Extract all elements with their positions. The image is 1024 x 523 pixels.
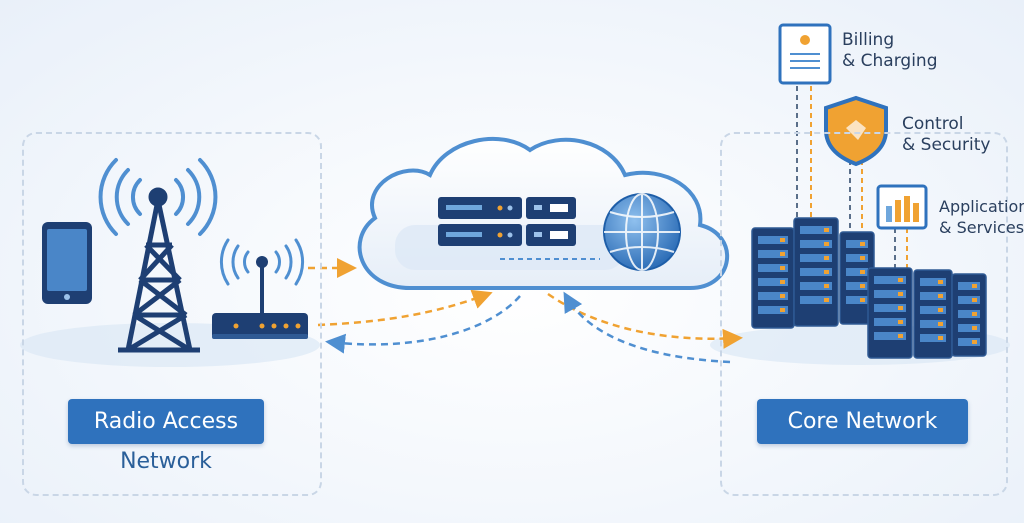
billing-line-1: Billing [842,30,895,50]
rack-slot [846,268,868,276]
rack-slot [800,268,832,276]
globe-icon [603,193,681,271]
rack-slot [846,240,868,248]
rack-led [824,298,829,302]
rack-slot [846,296,868,304]
rack-led [938,294,943,298]
rack-slot [846,282,868,290]
rack-slot [958,282,980,290]
rack-slot [874,318,906,326]
rack-slot [800,226,832,234]
rack-led [860,242,865,246]
rack-slot [800,296,832,304]
rack-led [938,336,943,340]
tablet-icon [42,222,92,304]
control-security-label: Control & Security [902,114,990,156]
rack-led [780,294,785,298]
flow-arrows [308,258,743,364]
rack-led [780,238,785,242]
rack-slot [958,324,980,332]
rack-led [938,322,943,326]
rack-led [898,292,903,296]
invoice-icon [778,23,832,85]
signal-waves [98,158,218,236]
rack-led [780,266,785,270]
rack-slot [920,334,946,342]
router-icon [212,238,308,339]
rack-led [824,228,829,232]
rack-slot [846,254,868,262]
rack-slot [800,240,832,248]
core-network-panel [720,132,1008,496]
rack-slot [874,304,906,312]
rack-slot [758,292,788,300]
applications-services-label: Applications & Services [939,196,1024,238]
rack-slot [920,292,946,300]
radio-access-label: Radio Access [68,399,264,444]
billing-charging-label: Billing & Charging [842,30,938,72]
cell-tower-icon [118,187,200,353]
service-connectors [796,86,908,270]
billing-line-2: & Charging [842,51,938,71]
rack-led [972,298,977,302]
rack-slot [758,278,788,286]
rack-led [972,340,977,344]
core-network-label: Core Network [757,399,968,444]
rack-slot [874,290,906,298]
rack-led [972,284,977,288]
rack-led [898,320,903,324]
rack-slot [758,250,788,258]
radio-access-label-network: Network [120,449,212,474]
control-line-2: & Security [902,135,991,155]
rack-led [938,308,943,312]
rack-led [860,284,865,288]
rack-led [824,256,829,260]
rack-slot [758,236,788,244]
rack-led [972,312,977,316]
rack-led [972,326,977,330]
rack-slot [920,320,946,328]
rack-led [898,334,903,338]
rack-led [780,308,785,312]
rack-led [860,298,865,302]
shield-icon [824,95,888,167]
cloud-server-icon [438,197,576,246]
rack-led [780,252,785,256]
radio-access-panel [22,132,322,496]
rack-slot [800,254,832,262]
rack-led [938,280,943,284]
rack-slot [758,306,788,314]
rack-slot [874,332,906,340]
bar-chart-icon [876,184,928,230]
rack-slot [800,282,832,290]
rack-slot [920,306,946,314]
rack-slot [874,276,906,284]
rack-led [824,270,829,274]
rack-led [824,284,829,288]
rack-slot [920,278,946,286]
rack-led [860,270,865,274]
rack-led [860,256,865,260]
rack-led [898,278,903,282]
control-line-1: Control [902,114,964,134]
rack-slot [958,338,980,346]
rack-slot [758,264,788,272]
server-rack-icon [751,217,987,359]
rack-led [780,280,785,284]
apps-line-2: & Services [939,218,1024,237]
apps-line-1: Applications [939,197,1024,216]
rack-led [898,306,903,310]
rack-slot [958,310,980,318]
rack-led [824,242,829,246]
rack-slot [958,296,980,304]
